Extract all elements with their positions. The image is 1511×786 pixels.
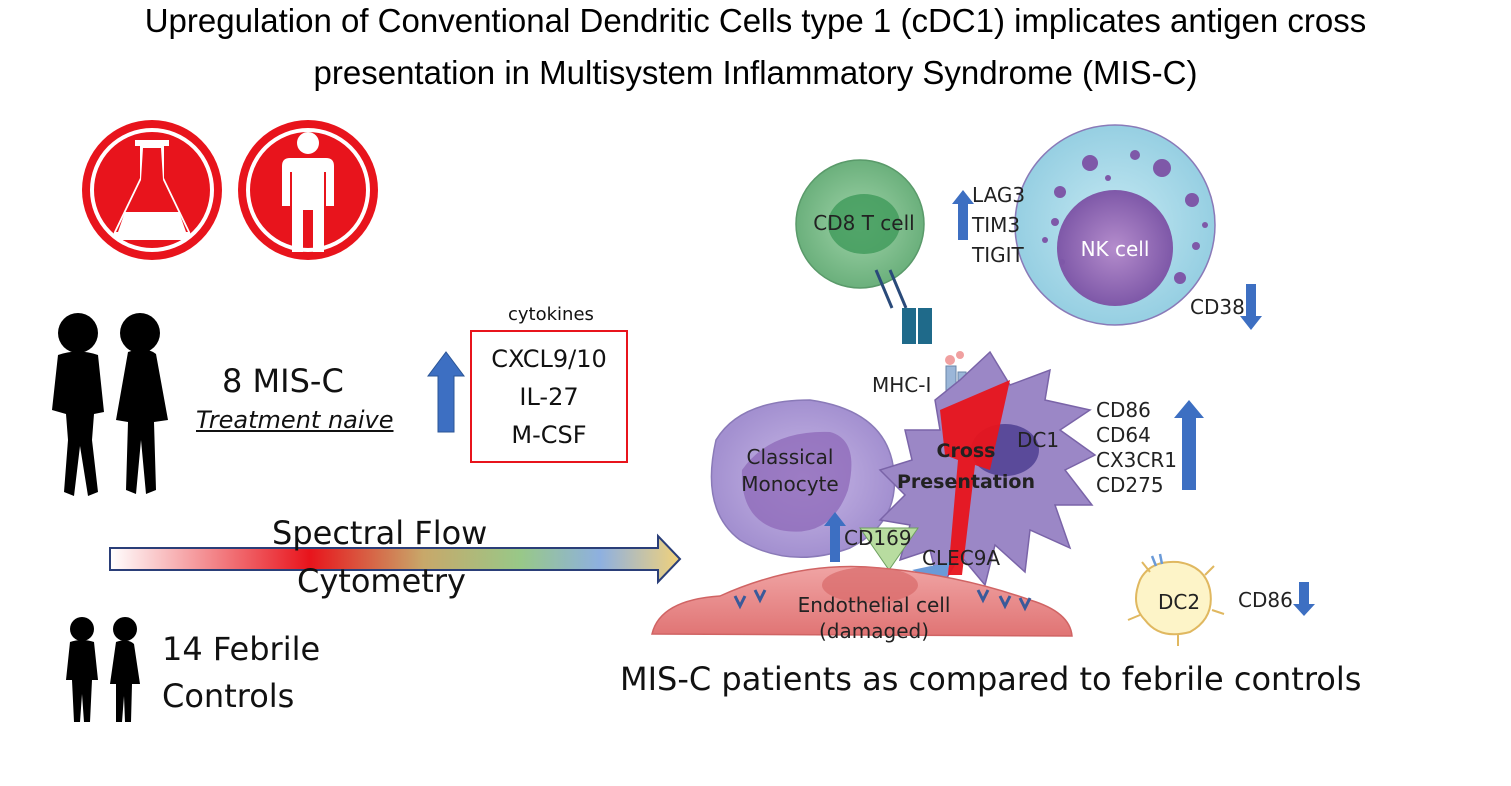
controls-label-line2: Controls	[162, 677, 295, 715]
monocyte-label-line1: Classical	[746, 445, 834, 469]
cytokine-item: IL-27	[519, 383, 579, 411]
endothelial-label-line1: Endothelial cell	[797, 593, 951, 617]
cd169-receptor	[859, 527, 919, 571]
lab-flask-icon	[82, 120, 222, 260]
endothelial-label: Endothelial cell (damaged)	[784, 592, 964, 644]
cd8-marker-list: LAG3 TIM3 TIGIT	[972, 180, 1025, 270]
cross-presentation-arrow	[940, 380, 1010, 575]
cd8-marker: TIGIT	[972, 243, 1024, 267]
cytokines-label: cytokines	[508, 304, 594, 325]
cross-presentation-line1: Cross	[936, 440, 996, 462]
endothelial-label-line2: (damaged)	[819, 619, 929, 643]
cross-presentation-line2: Presentation	[897, 471, 1035, 493]
patient-icon	[238, 120, 378, 260]
dc2-cell	[1127, 553, 1225, 646]
cd8-marker: TIM3	[972, 213, 1021, 237]
monocyte-label: Classical Monocyte	[730, 444, 850, 498]
dc1-marker: CD86	[1096, 398, 1151, 422]
dc1-label: DC1	[1016, 428, 1060, 452]
children-silhouette-icon	[52, 313, 168, 496]
dc1-marker-list: CD86 CD64 CX3CR1 CD275	[1096, 398, 1177, 498]
mhc-i-label: MHC-I	[872, 373, 932, 397]
cd8-t-cell-label: CD8 T cell	[813, 211, 915, 235]
up-arrow-dc1-icon	[1174, 400, 1204, 490]
nk-marker-cd38: CD38	[1190, 295, 1245, 319]
page-title-line2: presentation in Multisystem Inflammatory…	[313, 54, 1198, 91]
up-arrow-cd8-icon	[952, 190, 974, 240]
endothelial-cell	[651, 565, 1073, 637]
dc2-label: DC2	[1157, 590, 1201, 614]
classical-monocyte	[710, 399, 896, 559]
children-silhouette-small-icon	[66, 617, 140, 722]
misc-count-label: 8 MIS-C	[222, 362, 344, 400]
cytokines-box	[470, 330, 628, 463]
cytokine-list: CXCL9/10 IL-27 M-CSF	[471, 340, 627, 454]
nk-cell	[1014, 124, 1216, 326]
cross-presentation-label: Cross Presentation	[896, 436, 1036, 498]
spectral-flow-arrow	[109, 533, 682, 585]
dc1-marker: CD64	[1096, 423, 1151, 447]
page-title-line1: Upregulation of Conventional Dendritic C…	[144, 2, 1367, 39]
dc1-marker: CX3CR1	[1096, 448, 1177, 472]
method-label-line1: Spectral Flow	[272, 514, 488, 552]
cytokine-item: CXCL9/10	[491, 345, 607, 373]
clec9a-label: CLEC9A	[922, 546, 1001, 570]
cd8-t-cell	[795, 159, 932, 344]
nk-cell-label: NK cell	[1080, 237, 1150, 261]
cd8-marker: LAG3	[972, 183, 1026, 207]
monocyte-label-line2: Monocyte	[741, 472, 839, 496]
diagram-caption: MIS-C patients as compared to febrile co…	[620, 660, 1362, 698]
cytokine-item: M-CSF	[511, 421, 587, 449]
down-arrow-dc2-icon	[1293, 582, 1315, 616]
monocyte-marker-cd169: CD169	[844, 526, 912, 550]
controls-label-line1: 14 Febrile	[162, 630, 321, 668]
up-arrow-monocyte-icon	[824, 512, 846, 562]
dc2-marker-cd86: CD86	[1238, 588, 1293, 612]
method-label-line2: Cytometry	[297, 562, 466, 600]
misc-status-label: Treatment naive	[196, 406, 394, 434]
dc1-marker: CD275	[1096, 473, 1164, 497]
up-arrow-cytokines-icon	[427, 351, 465, 433]
down-arrow-nk-icon	[1240, 284, 1262, 330]
